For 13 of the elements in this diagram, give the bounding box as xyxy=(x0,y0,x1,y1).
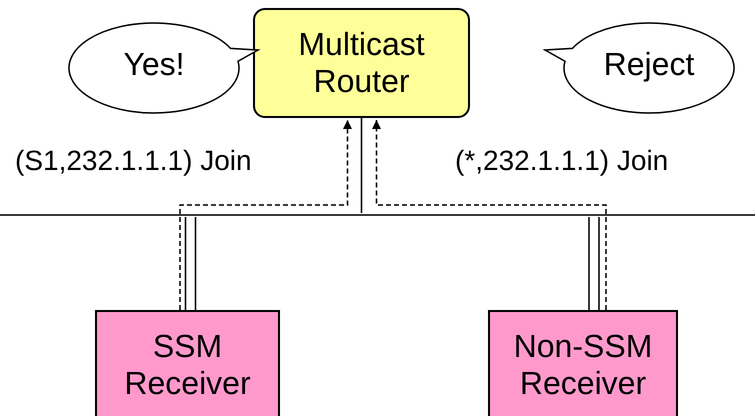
receiver-label: SSM Receiver xyxy=(123,328,252,402)
connector-line xyxy=(360,118,362,213)
receiver-box xyxy=(95,310,280,416)
bubble-text: Reject xyxy=(602,46,696,83)
receiver-box xyxy=(488,310,678,416)
router-box xyxy=(253,8,470,118)
connector-line xyxy=(184,216,196,311)
dashed-arrow xyxy=(179,120,352,310)
bubble-text: Yes! xyxy=(122,46,186,83)
dashed-arrow xyxy=(372,120,607,310)
connector-line xyxy=(588,216,600,311)
router-label: Multicast Router xyxy=(297,26,426,100)
receiver-label: Non-SSM Receiver xyxy=(512,328,654,402)
